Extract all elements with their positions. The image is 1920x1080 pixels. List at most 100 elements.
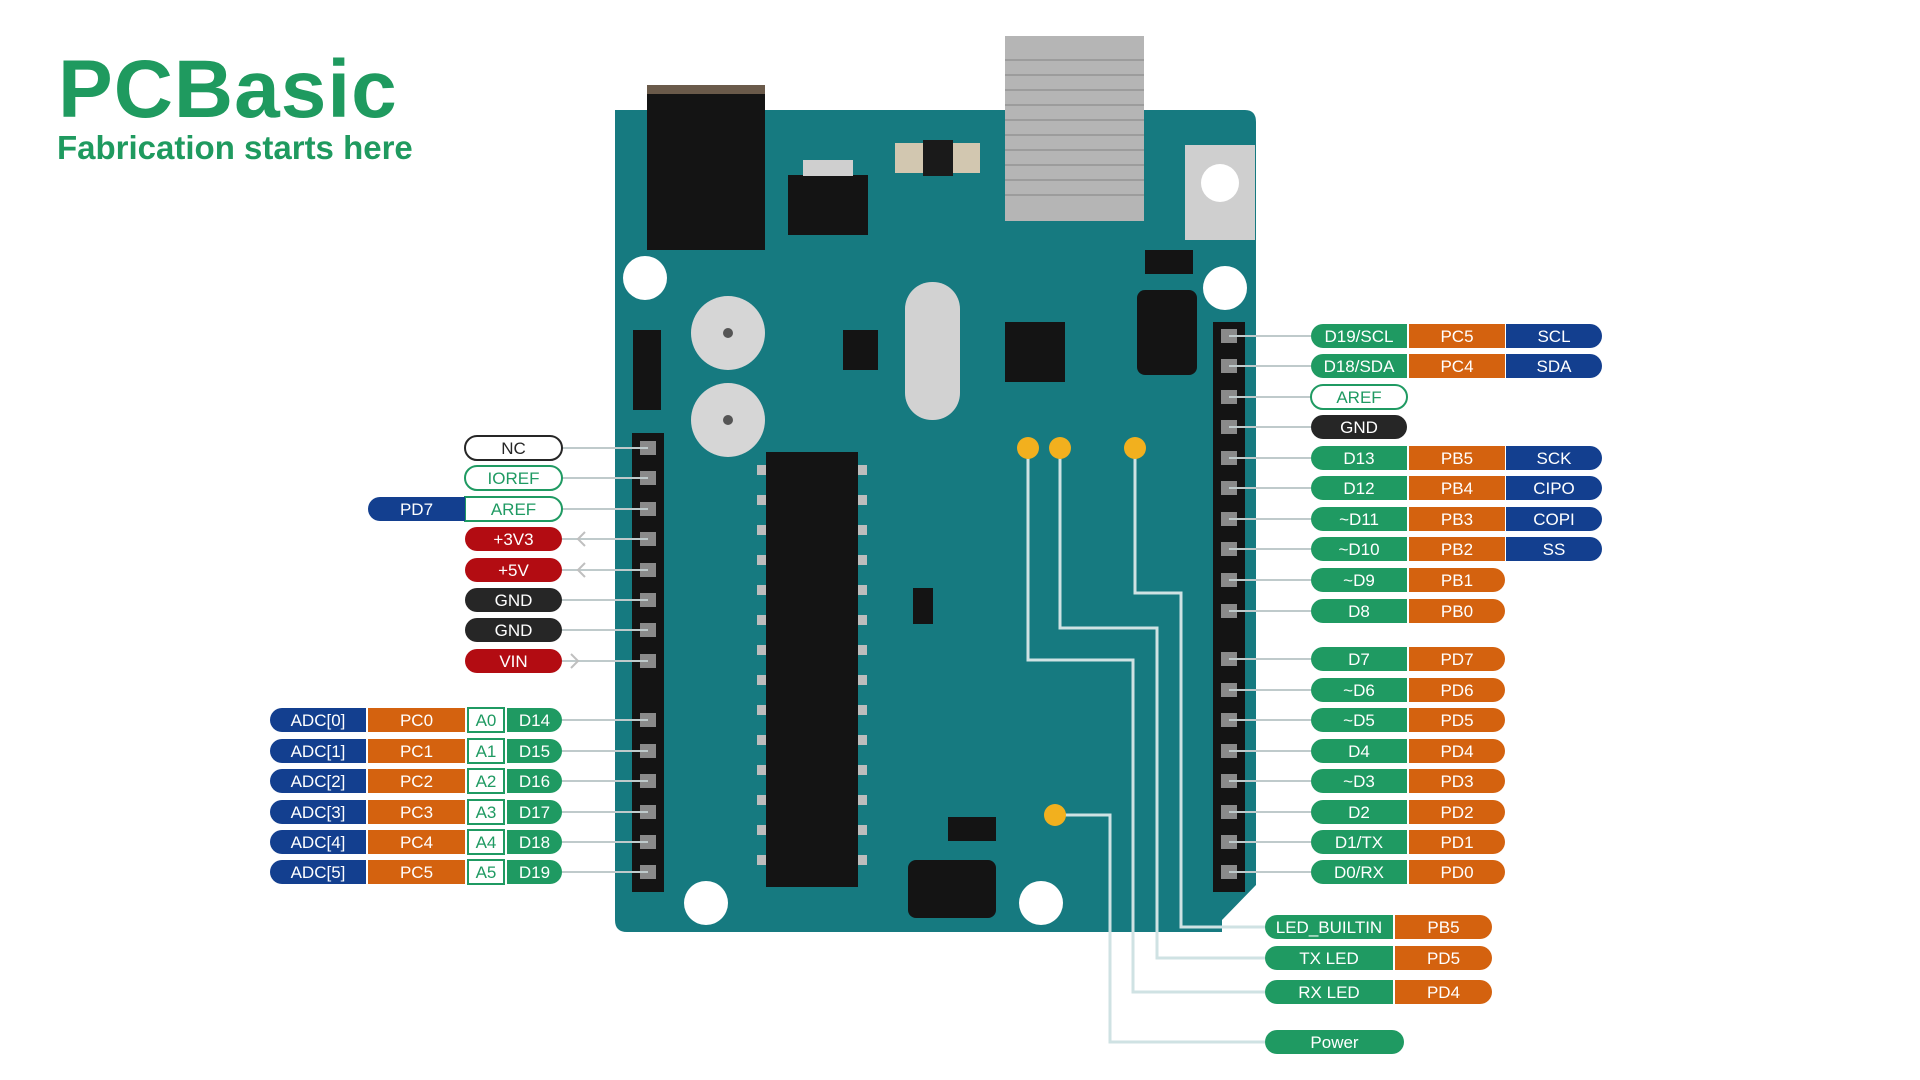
brand-name: PCBasic bbox=[58, 44, 398, 135]
smd-part bbox=[1145, 250, 1193, 274]
pin-label-digital-shape bbox=[507, 830, 562, 854]
pin-label: ~D10 bbox=[1311, 537, 1407, 561]
pin-label-port-text: PC3 bbox=[400, 803, 433, 822]
pin-label-digital: D16 bbox=[507, 769, 562, 793]
pin-label-text: PD4 bbox=[1440, 742, 1473, 761]
led-label-shape bbox=[1395, 980, 1492, 1004]
pin-label-text: PB3 bbox=[1441, 510, 1473, 529]
usb-ridges bbox=[1005, 59, 1144, 196]
atmega-chip-legs bbox=[757, 465, 867, 865]
pin-label-text: PB1 bbox=[1441, 571, 1473, 590]
pin-label-digital-text: D14 bbox=[519, 711, 550, 730]
pin-label: SCK bbox=[1506, 446, 1602, 470]
pin-label-analog-shape bbox=[467, 829, 505, 855]
led-label-text: TX LED bbox=[1299, 949, 1359, 968]
pin-label-text: D12 bbox=[1343, 479, 1374, 498]
pin-label-shape bbox=[1409, 354, 1505, 378]
pin-label-shape bbox=[1506, 476, 1602, 500]
usb-connector bbox=[1005, 36, 1144, 221]
pin-label-adc-text: ADC[1] bbox=[291, 742, 346, 761]
pin-label-shape bbox=[1409, 830, 1505, 854]
pin-label-digital: D18 bbox=[507, 830, 562, 854]
pin-label-adc-shape bbox=[270, 800, 366, 824]
pin-label-shape bbox=[1409, 324, 1505, 348]
pin-label-adc: ADC[2] bbox=[270, 769, 366, 793]
led-label-shape bbox=[1265, 915, 1393, 939]
led-label-text: PD4 bbox=[1427, 983, 1460, 1002]
led-traces bbox=[1026, 449, 1265, 1044]
pin-label-digital-shape bbox=[507, 739, 562, 763]
led-label-text: RX LED bbox=[1298, 983, 1359, 1002]
pin-label-shape bbox=[1506, 446, 1602, 470]
pin-label-analog: A5 bbox=[467, 859, 505, 885]
pin-label-shape bbox=[465, 527, 562, 551]
diode bbox=[923, 140, 953, 176]
pin-label-port-text: PC4 bbox=[400, 833, 433, 852]
pin-label-analog-text: A5 bbox=[476, 863, 497, 882]
pin-label-port: PC3 bbox=[368, 800, 465, 824]
pin-label-shape bbox=[1311, 324, 1407, 348]
led-label-shape bbox=[1265, 946, 1393, 970]
pin-label: PB4 bbox=[1409, 476, 1505, 500]
pin-label: NC bbox=[464, 435, 563, 461]
led-label-text: PD5 bbox=[1427, 949, 1460, 968]
pin-label-text: ~D3 bbox=[1343, 772, 1375, 791]
crystal-oscillator bbox=[905, 282, 960, 420]
pin-label-digital-shape bbox=[507, 769, 562, 793]
pin-label-digital-text: D17 bbox=[519, 803, 550, 822]
pin-label-port-shape bbox=[368, 708, 465, 732]
smd-part bbox=[633, 330, 661, 410]
led-label: RX LED bbox=[1265, 980, 1393, 1004]
pin-label-shape bbox=[1311, 507, 1407, 531]
power-jack bbox=[647, 85, 765, 250]
pin-label-port-shape bbox=[368, 830, 465, 854]
pin-label-digital-text: D18 bbox=[519, 833, 550, 852]
pin-label: PD5 bbox=[1409, 708, 1505, 732]
pin-label-shape bbox=[1311, 476, 1407, 500]
pin-label-shape bbox=[1311, 599, 1407, 623]
pin-label: ~D9 bbox=[1311, 568, 1407, 592]
pin-label-analog-text: A4 bbox=[476, 833, 497, 852]
pin-label-port-shape bbox=[368, 739, 465, 763]
pin-label-shape bbox=[1409, 769, 1505, 793]
pin-label: PB2 bbox=[1409, 537, 1505, 561]
pin-label: ~D6 bbox=[1311, 678, 1407, 702]
pin-label-analog-text: A2 bbox=[476, 772, 497, 791]
pin-label-text: D2 bbox=[1348, 803, 1370, 822]
pin-label-text: ~D10 bbox=[1338, 540, 1379, 559]
pin-label-shape bbox=[1311, 568, 1407, 592]
pin-label: D2 bbox=[1311, 800, 1407, 824]
pin-label-shape bbox=[1311, 354, 1407, 378]
pin-label-text: GND bbox=[495, 591, 533, 610]
pin-label-port-shape bbox=[368, 769, 465, 793]
pin-label-analog: A0 bbox=[467, 707, 505, 733]
pin-label-text: IOREF bbox=[488, 469, 540, 488]
left-analog-labels: D14A0PC0ADC[0]D15A1PC1ADC[1]D16A2PC2ADC[… bbox=[270, 707, 562, 885]
pin-label-adc: ADC[4] bbox=[270, 830, 366, 854]
pin-label-digital-shape bbox=[507, 860, 562, 884]
pin-label-shape bbox=[1311, 415, 1407, 439]
pin-label: PD0 bbox=[1409, 860, 1505, 884]
leader-lines bbox=[562, 335, 1311, 873]
pin-label-analog-shape bbox=[467, 707, 505, 733]
pin-label-text: D7 bbox=[1348, 650, 1370, 669]
pin-label: AREF bbox=[1310, 384, 1408, 410]
pin-label-digital: D19 bbox=[507, 860, 562, 884]
pin-label-analog-shape bbox=[467, 738, 505, 764]
pin-label-text: D1/TX bbox=[1335, 833, 1383, 852]
arduino-board bbox=[615, 36, 1265, 1044]
led-label: PB5 bbox=[1395, 915, 1492, 939]
pin-label-text: D19/SCL bbox=[1325, 327, 1394, 346]
pin-label-shape bbox=[1311, 537, 1407, 561]
pin-label: SS bbox=[1506, 537, 1602, 561]
pin-label-adc: ADC[0] bbox=[270, 708, 366, 732]
pin-label-shape bbox=[1506, 324, 1602, 348]
pin-label-shape bbox=[464, 435, 563, 461]
pin-label-port: PC2 bbox=[368, 769, 465, 793]
pin-label-port-text: PC2 bbox=[400, 772, 433, 791]
voltage-regulator bbox=[788, 175, 868, 235]
pin-label: D0/RX bbox=[1311, 860, 1407, 884]
led-power bbox=[1044, 804, 1066, 826]
